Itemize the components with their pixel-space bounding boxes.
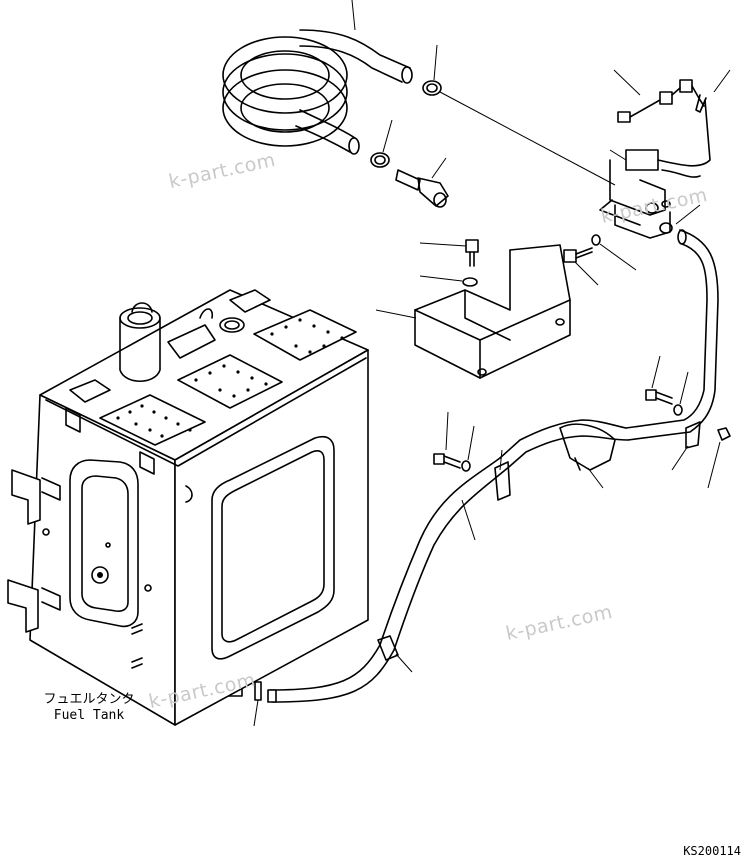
pipe-clip xyxy=(685,421,701,449)
pipe-clip xyxy=(377,635,399,661)
pipe-clip xyxy=(559,423,616,471)
bolt xyxy=(645,389,673,405)
nut xyxy=(717,427,731,441)
pipe-clip xyxy=(494,461,511,501)
fuel-tank xyxy=(7,289,369,726)
tank-label: フュエルタンク Fuel Tank xyxy=(34,692,144,724)
fuel-pump xyxy=(599,99,711,239)
bolt xyxy=(465,239,479,267)
bolt xyxy=(433,453,461,469)
washer xyxy=(673,404,683,416)
wire-connector xyxy=(617,79,707,123)
hose-clamp xyxy=(370,152,390,168)
washer xyxy=(659,222,673,234)
washer xyxy=(461,460,471,472)
leader-line xyxy=(351,0,356,31)
coiled-hose xyxy=(222,29,413,155)
pump-bracket xyxy=(414,244,571,379)
washer xyxy=(591,234,601,246)
figure-code: KS200114 xyxy=(683,844,741,858)
hose-fitting xyxy=(395,169,449,208)
washer xyxy=(462,277,478,287)
tank-label-japanese: フュエルタンク xyxy=(43,692,135,707)
hose-clamp xyxy=(422,80,442,96)
tank-label-english: Fuel Tank xyxy=(53,708,125,723)
bolt xyxy=(563,247,593,263)
